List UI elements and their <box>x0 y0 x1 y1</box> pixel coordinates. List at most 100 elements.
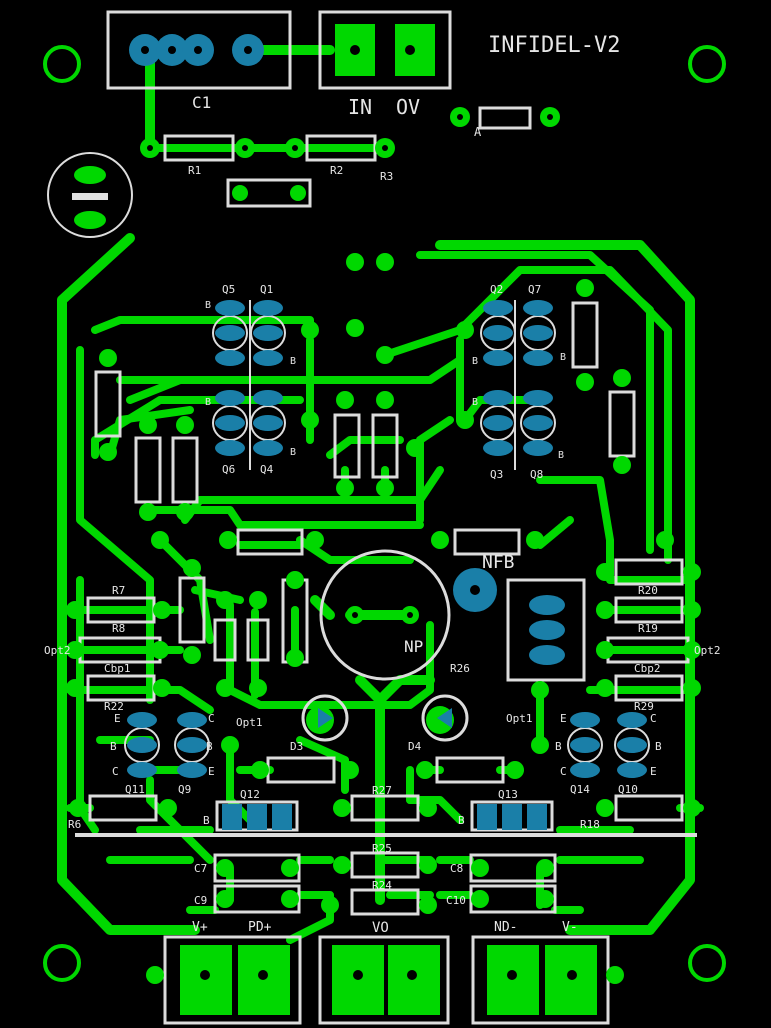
to92-pad <box>523 390 553 406</box>
led-d3 <box>301 694 349 742</box>
led-d4 <box>421 694 469 742</box>
label-nd: ND- <box>494 920 517 935</box>
label-c8: C8 <box>450 862 463 875</box>
to92-pad <box>127 737 157 753</box>
to92-pad <box>570 737 600 753</box>
label-nfb: NFB <box>482 552 515 573</box>
label-c7: C7 <box>194 862 207 875</box>
pin-e-q10: E <box>650 765 657 778</box>
label-r18: R18 <box>580 818 600 831</box>
to92-pad <box>253 350 283 366</box>
label-q9: Q9 <box>178 783 191 796</box>
pin-b-q9: B <box>206 740 213 753</box>
to92-pad <box>177 712 207 728</box>
to92-pad <box>127 762 157 778</box>
to92-pad <box>215 325 245 341</box>
to92-pad <box>215 415 245 431</box>
pin-b-q4: B <box>290 447 296 458</box>
pin-b-q12: B <box>203 814 210 827</box>
label-opt2-left: Opt2 <box>44 644 71 657</box>
label-r6: R6 <box>68 818 81 831</box>
label-r25: R25 <box>372 842 392 855</box>
blue-pads <box>72 34 650 778</box>
label-vplus: V+ <box>192 920 208 935</box>
label-r24: R24 <box>372 879 392 892</box>
copper-pads <box>66 24 701 1015</box>
label-q13: Q13 <box>498 788 518 801</box>
silkscreen-text: INFIDEL-V2 C1 IN OV R1 R2 R3 A Q5 Q1 Q2 … <box>44 33 721 936</box>
label-q11: Q11 <box>125 783 145 796</box>
label-vminus: V- <box>562 920 578 935</box>
mounting-holes <box>43 45 726 982</box>
to92-pad <box>523 300 553 316</box>
pin-b-q11: B <box>110 740 117 753</box>
label-r3: R3 <box>380 170 393 183</box>
to92-pad <box>253 440 283 456</box>
label-r22: R22 <box>104 700 124 713</box>
to92-pad <box>617 712 647 728</box>
electrolytic-cap-outline <box>47 152 133 238</box>
trimmer-pot-outline <box>506 578 586 682</box>
label-d4: D4 <box>408 740 422 753</box>
label-c1: C1 <box>192 93 211 112</box>
label-r1: R1 <box>188 164 201 177</box>
pin-b-q1: B <box>290 356 296 367</box>
label-q5: Q5 <box>222 283 235 296</box>
label-q4: Q4 <box>260 463 274 476</box>
label-r27: R27 <box>372 784 392 797</box>
label-c10: C10 <box>446 894 466 907</box>
label-ov: OV <box>396 95 420 119</box>
in-ov-terminal-outline <box>318 10 452 90</box>
label-q2: Q2 <box>490 283 503 296</box>
to92-pad <box>177 737 207 753</box>
pin-b-q5: B <box>205 300 211 311</box>
to92-pad <box>483 300 513 316</box>
label-opt1-left: Opt1 <box>236 716 263 729</box>
to92-pad <box>483 350 513 366</box>
label-c9: C9 <box>194 894 207 907</box>
label-q12: Q12 <box>240 788 260 801</box>
label-r29: R29 <box>634 700 654 713</box>
pin-b-q3: B <box>472 397 478 408</box>
pin-b-q6: B <box>205 397 211 408</box>
label-diode-a: A <box>474 125 482 139</box>
np-capacitor-outline <box>319 549 451 681</box>
label-r20: R20 <box>638 584 658 597</box>
to92-pad <box>253 325 283 341</box>
label-d3: D3 <box>290 740 303 753</box>
to92-pad <box>523 415 553 431</box>
to92-pad <box>253 300 283 316</box>
label-q14: Q14 <box>570 783 590 796</box>
label-r26: R26 <box>450 662 470 675</box>
c1-outline <box>106 10 292 90</box>
pin-b-q13: B <box>458 814 465 827</box>
pin-e-q9: E <box>208 765 215 778</box>
pin-c-q9: C <box>208 712 215 725</box>
label-r19: R19 <box>638 622 658 635</box>
label-opt1-right: Opt1 <box>506 712 533 725</box>
to92-pad <box>215 440 245 456</box>
label-r2: R2 <box>330 164 343 177</box>
to92-pad <box>570 762 600 778</box>
to92-pad <box>617 737 647 753</box>
pin-e-q14: E <box>560 712 567 725</box>
mounting-hole-tl <box>43 45 81 83</box>
label-q6: Q6 <box>222 463 235 476</box>
to92-pad <box>215 300 245 316</box>
label-cbp1: Cbp1 <box>104 662 131 675</box>
label-cbp2: Cbp2 <box>634 662 661 675</box>
to92-pad <box>483 440 513 456</box>
mounting-hole-br <box>688 944 726 982</box>
to92-pad <box>253 415 283 431</box>
pin-b-q10: B <box>655 740 662 753</box>
leds <box>301 694 469 742</box>
to92-pad <box>523 350 553 366</box>
label-q1: Q1 <box>260 283 273 296</box>
board-title: INFIDEL-V2 <box>488 33 620 58</box>
label-in: IN <box>348 95 372 119</box>
label-vo: VO <box>372 920 389 936</box>
to92-pad <box>617 762 647 778</box>
terminal-vo-outline <box>318 935 450 1025</box>
label-q7: Q7 <box>528 283 541 296</box>
label-np: NP <box>404 637 423 656</box>
